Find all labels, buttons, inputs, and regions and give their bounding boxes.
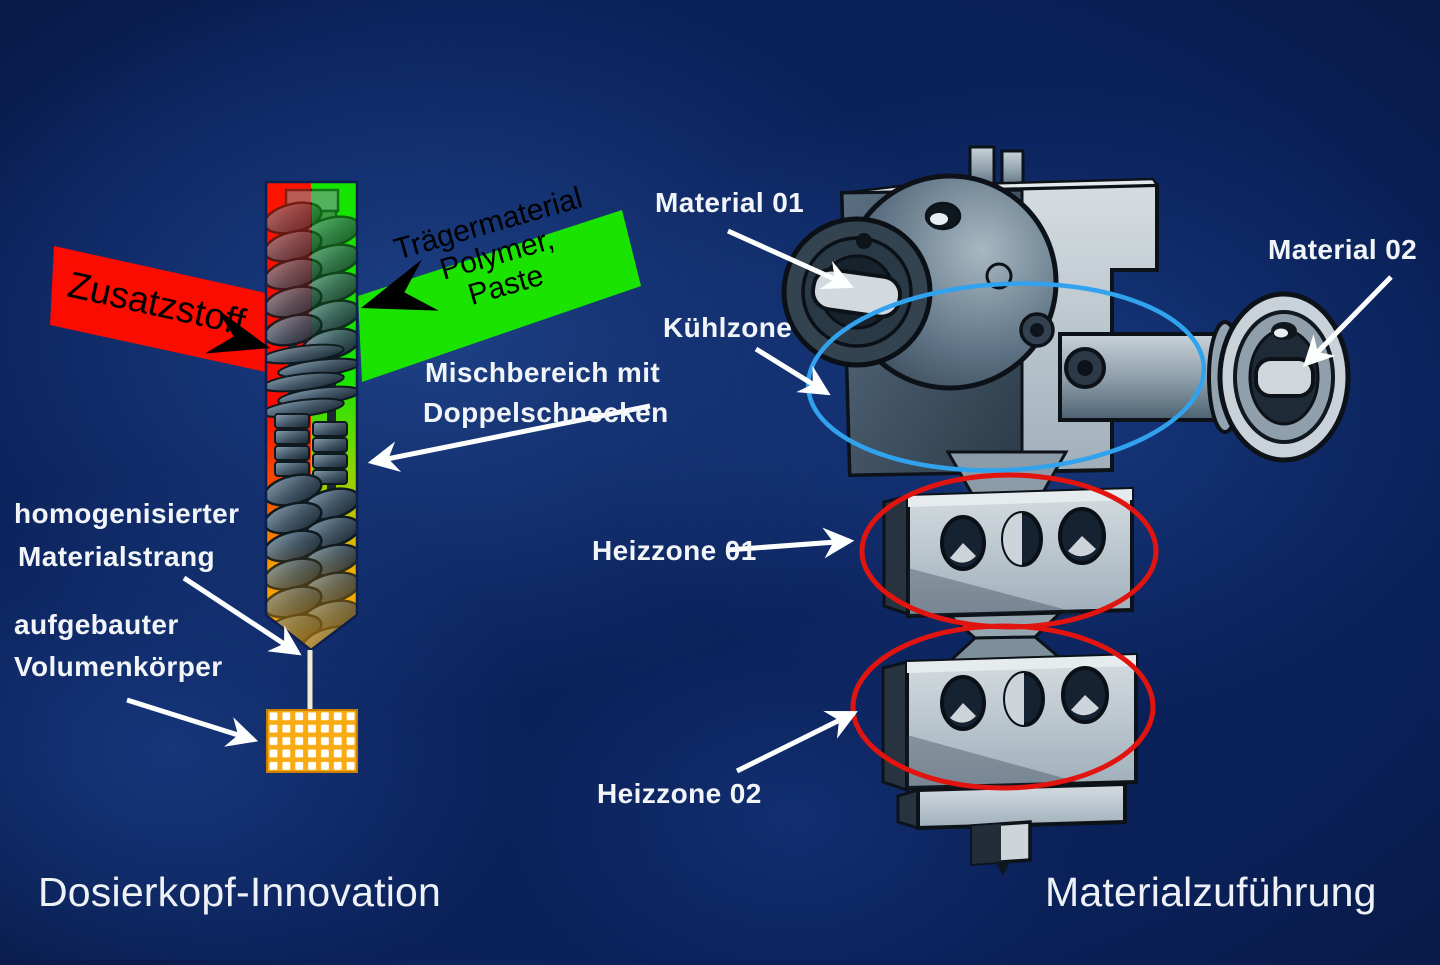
middle-neck xyxy=(946,611,1064,663)
printed-volume-grid xyxy=(266,709,358,773)
carrier-banner xyxy=(358,210,641,382)
material01-label: Material 01 xyxy=(655,187,804,218)
dosing-head-title: Dosierkopf-Innovation xyxy=(38,869,441,915)
volume-label-line-2: Volumenkörper xyxy=(14,651,223,682)
material02-port xyxy=(1217,291,1351,463)
additive-banner xyxy=(50,246,266,372)
volume-arrow xyxy=(126,697,259,747)
mixing-zone-label: Mischbereich mit Doppelschnecken xyxy=(423,357,669,428)
heater-block-1 xyxy=(882,486,1134,619)
bottom-plate xyxy=(896,781,1127,831)
heating-zone1-label: Heizzone 01 xyxy=(592,535,757,566)
dosing-head-schematic: Zusatzstoff Trägermaterial Polymer, Past… xyxy=(14,180,669,915)
volume-label-line-1: aufgebauter xyxy=(14,609,179,640)
carrier-arrow-icon xyxy=(361,259,439,311)
material02-label: Material 02 xyxy=(1268,234,1417,265)
material02-arrow xyxy=(1302,275,1393,368)
mixing-label-line-2: Doppelschnecken xyxy=(423,397,669,428)
mixing-zone-arrow xyxy=(367,403,651,472)
mixing-label-line-1: Mischbereich mit xyxy=(425,357,660,388)
additive-arrow-icon xyxy=(205,309,270,354)
strand-label-line-1: homogenisierter xyxy=(14,498,239,529)
cooling-zone-arrow xyxy=(754,346,831,396)
machine-nozzle xyxy=(970,820,1032,876)
strand-label: homogenisierter Materialstrang xyxy=(14,498,239,572)
strand-label-line-2: Materialstrang xyxy=(18,541,215,572)
heating-zone1-arrow xyxy=(726,527,855,559)
material-feed-render: Material 01 Material 02 Kühlzone Heizzon… xyxy=(592,145,1417,915)
heating-zone2-label: Heizzone 02 xyxy=(597,778,762,809)
material01-arrow xyxy=(726,228,854,290)
material01-port xyxy=(781,216,933,368)
heating-zone2-ellipse xyxy=(850,623,1156,791)
nozzle-tip xyxy=(995,860,1011,876)
heater-block-2 xyxy=(881,652,1138,793)
cooling-zone-label: Kühlzone xyxy=(663,312,792,343)
material-feed-title: Materialzuführung xyxy=(1045,869,1377,915)
barrel-outline xyxy=(264,180,359,652)
volume-label: aufgebauter Volumenkörper xyxy=(14,609,223,682)
strand-arrow xyxy=(182,575,302,656)
heating-zone2-arrow xyxy=(735,710,858,774)
